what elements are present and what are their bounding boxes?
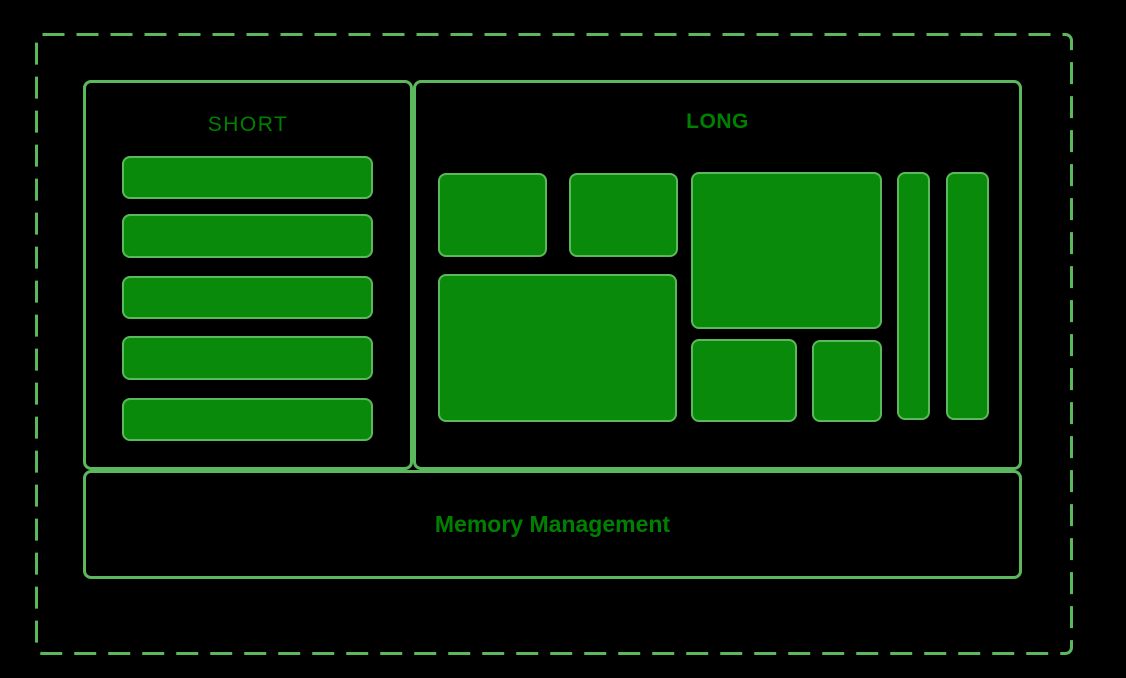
short-block-1 (122, 156, 373, 199)
long-block-tall-bar-2 (946, 172, 989, 420)
long-section: LONG (413, 80, 1022, 470)
short-block-5 (122, 398, 373, 441)
memory-management-label: Memory Management (434, 511, 671, 537)
short-label: SHORT (207, 113, 289, 136)
long-block-bottom-1 (691, 339, 797, 422)
short-block-4 (122, 336, 373, 380)
long-block-bottom-2 (812, 340, 882, 422)
memory-management-section: Memory Management (83, 470, 1022, 579)
long-block-large-bottom (438, 274, 677, 422)
long-block-large-top (691, 172, 882, 329)
short-section: SHORT (83, 80, 413, 470)
short-block-3 (122, 276, 373, 319)
long-block-tall-bar-1 (897, 172, 930, 420)
long-label: LONG (686, 110, 749, 133)
long-block-small-2 (569, 173, 678, 257)
long-block-small-1 (438, 173, 547, 257)
short-block-2 (122, 214, 373, 258)
